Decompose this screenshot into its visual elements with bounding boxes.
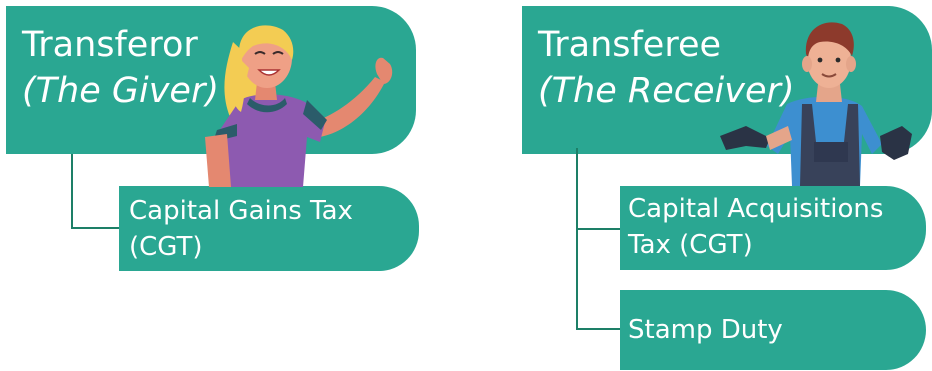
tax-label-line: (CGT): [129, 232, 203, 262]
transferor-subtitle: (The Giver): [22, 71, 220, 111]
connector-line: [71, 227, 121, 229]
capital-gains-tax-box: Capital Gains Tax (CGT): [119, 186, 419, 271]
transferor-box: Transferor (The Giver): [6, 6, 416, 154]
connector-line: [71, 154, 73, 229]
tax-label-line: Stamp Duty: [628, 315, 783, 345]
man-gesturing-icon: [720, 22, 912, 186]
tax-label-line: Capital Gains Tax: [129, 196, 353, 226]
transferee-title: Transferee: [538, 25, 722, 65]
tax-label-line: Tax (CGT): [628, 230, 753, 260]
stamp-duty-box: Stamp Duty: [620, 290, 926, 370]
connector-line: [576, 148, 578, 330]
connector-line: [576, 328, 622, 330]
capital-acquisitions-tax-box: Capital Acquisitions Tax (CGT): [620, 186, 926, 270]
tax-label-line: Capital Acquisitions: [628, 194, 884, 224]
transferee-subtitle: (The Receiver): [538, 71, 795, 111]
woman-waving-icon: [205, 25, 393, 187]
transferor-title: Transferor: [22, 25, 198, 65]
connector-line: [576, 228, 622, 230]
